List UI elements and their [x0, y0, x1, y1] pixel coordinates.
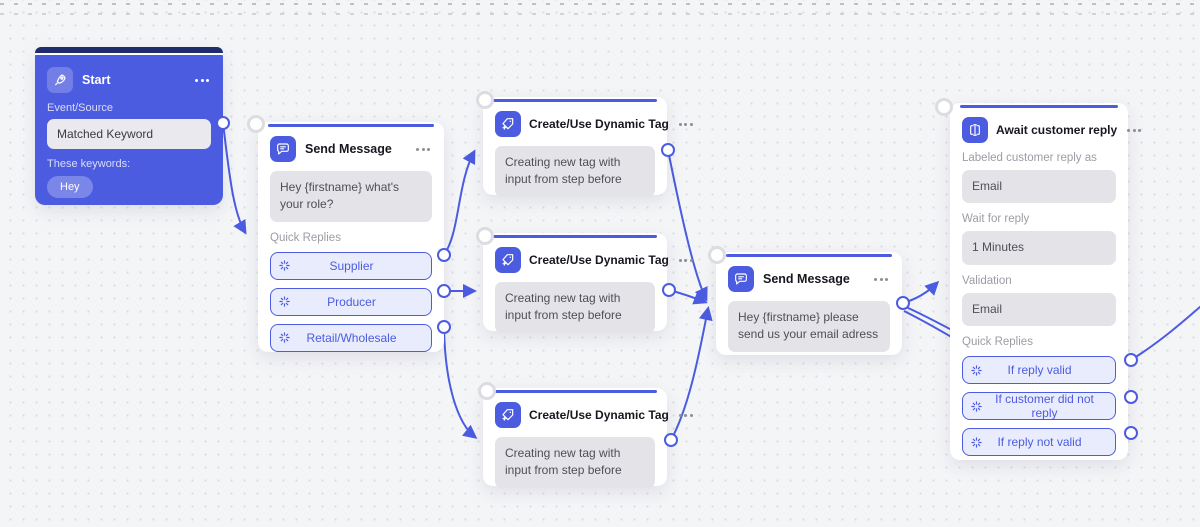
sparkle-icon [279, 296, 290, 307]
quick-replies-label: Quick Replies [962, 336, 1033, 349]
grid-dashes [0, 13, 1200, 15]
card-accent-bar [726, 254, 892, 257]
node-start[interactable]: Start Event/Source Matched Keyword These… [35, 47, 223, 205]
more-menu-icon[interactable] [193, 77, 211, 84]
more-menu-icon[interactable] [414, 146, 432, 153]
labeled-reply-value[interactable]: Email [962, 170, 1116, 204]
node-dynamic-tag-1[interactable]: Create/Use Dynamic Tag Creating new tag … [483, 97, 693, 197]
port-out-if-reply-valid[interactable] [1124, 353, 1138, 367]
port-out-supplier[interactable] [437, 248, 451, 262]
message-text[interactable]: Hey {firstname} what's your role? [270, 171, 432, 222]
card-accent-bar [493, 99, 657, 102]
quick-reply-retail-wholesale[interactable]: Retail/Wholesale [270, 323, 432, 352]
card-accent-bar [493, 235, 657, 238]
port-out-start[interactable] [216, 116, 230, 130]
validation-label: Validation [962, 274, 1012, 287]
node-title: Create/Use Dynamic Tag [529, 408, 669, 422]
edge-replyvalid-offscreen[interactable] [1130, 300, 1200, 361]
quick-reply-label: Producer [327, 294, 376, 309]
port-in-dynamic-tag-3[interactable] [478, 382, 496, 400]
node-dynamic-tag-2[interactable]: Create/Use Dynamic Tag Creating new tag … [483, 233, 693, 333]
edge-dynamictag1-to-sendmessage2[interactable] [667, 149, 708, 302]
keyword-tag[interactable]: Hey [47, 176, 93, 198]
sparkle-icon [971, 364, 982, 376]
port-out-send-message-2[interactable] [896, 296, 910, 310]
quick-reply-label: If reply valid [1007, 363, 1072, 378]
node-title: Send Message [305, 142, 392, 156]
node-send-message-2[interactable]: Send Message Hey {firstname} please send… [716, 252, 902, 355]
sparkle-icon [279, 332, 290, 343]
port-out-dynamic-tag-3[interactable] [664, 433, 678, 447]
port-out-if-reply-not-valid[interactable] [1124, 426, 1138, 440]
card-accent-bar [960, 105, 1118, 108]
node-title: Create/Use Dynamic Tag [529, 117, 669, 131]
edge-dynamictag3-to-sendmessage2[interactable] [670, 306, 713, 441]
start-divider [35, 53, 223, 55]
more-menu-icon[interactable] [677, 121, 695, 128]
keywords-label: These keywords: [47, 158, 131, 170]
port-in-dynamic-tag-2[interactable] [476, 227, 494, 245]
edge-start-to-sendmessage1[interactable] [222, 122, 247, 235]
quick-replies-label: Quick Replies [270, 231, 341, 244]
node-title: Await customer reply [996, 123, 1118, 137]
port-out-producer[interactable] [437, 284, 451, 298]
tag-description: Creating new tag with input from step be… [495, 437, 655, 488]
wait-for-reply-label: Wait for reply [962, 213, 1030, 226]
more-menu-icon[interactable] [1125, 127, 1143, 134]
tag-plus-icon [495, 247, 521, 273]
edge-supplier-to-dynamictag1[interactable] [443, 149, 476, 256]
node-title: Start [82, 73, 111, 87]
edge-retail-to-dynamictag3[interactable] [443, 326, 478, 439]
wait-for-reply-value[interactable]: 1 Minutes [962, 231, 1116, 265]
event-source-value[interactable]: Matched Keyword [47, 119, 211, 149]
quick-reply-if-reply-valid[interactable]: If reply valid [962, 356, 1116, 385]
port-in-await-reply[interactable] [935, 98, 953, 116]
node-dynamic-tag-3[interactable]: Create/Use Dynamic Tag Creating new tag … [483, 388, 693, 488]
sparkle-icon [279, 260, 290, 271]
port-in-send-message-1[interactable] [247, 115, 265, 133]
tag-plus-icon [495, 111, 521, 137]
port-in-dynamic-tag-1[interactable] [476, 91, 494, 109]
port-out-retail-wholesale[interactable] [437, 320, 451, 334]
port-out-dynamic-tag-1[interactable] [661, 143, 675, 157]
rocket-icon [47, 67, 73, 93]
quick-reply-producer[interactable]: Producer [270, 287, 432, 316]
event-source-label: Event/Source [47, 102, 114, 114]
card-accent-bar [268, 124, 434, 127]
quick-reply-if-customer-did-not-reply[interactable]: If customer did not reply [962, 392, 1116, 421]
message-text[interactable]: Hey {firstname} please send us your emai… [728, 301, 890, 352]
quick-reply-supplier[interactable]: Supplier [270, 251, 432, 280]
grid-dashes [0, 3, 1200, 5]
quick-reply-label: If reply not valid [997, 435, 1082, 450]
node-title: Create/Use Dynamic Tag [529, 253, 669, 267]
more-menu-icon[interactable] [872, 276, 890, 283]
quick-reply-label: If customer did not reply [995, 392, 1094, 421]
tag-plus-icon [495, 402, 521, 428]
quick-reply-label: Supplier [329, 258, 374, 273]
sparkle-icon [971, 400, 982, 412]
node-title: Send Message [763, 272, 850, 286]
start-accent-bar [35, 47, 223, 53]
tag-description: Creating new tag with input from step be… [495, 146, 655, 197]
more-menu-icon[interactable] [677, 257, 695, 264]
speech-bubble-icon [728, 266, 754, 292]
labeled-reply-label: Labeled customer reply as [962, 152, 1097, 164]
node-await-customer-reply[interactable]: Await customer reply Labeled customer re… [950, 103, 1142, 460]
tag-description: Creating new tag with input from step be… [495, 282, 655, 333]
text-cursor-icon [962, 117, 988, 143]
sparkle-icon [971, 436, 982, 448]
validation-value[interactable]: Email [962, 292, 1116, 327]
quick-reply-if-reply-not-valid[interactable]: If reply not valid [962, 428, 1116, 457]
port-out-dynamic-tag-2[interactable] [662, 283, 676, 297]
card-accent-bar [493, 390, 657, 393]
node-send-message-1[interactable]: Send Message Hey {firstname} what's your… [258, 122, 444, 352]
quick-reply-label: Retail/Wholesale [306, 330, 397, 345]
speech-bubble-icon [270, 136, 296, 162]
port-in-send-message-2[interactable] [708, 246, 726, 264]
more-menu-icon[interactable] [677, 412, 695, 419]
port-out-if-customer-did-not-reply[interactable] [1124, 390, 1138, 404]
